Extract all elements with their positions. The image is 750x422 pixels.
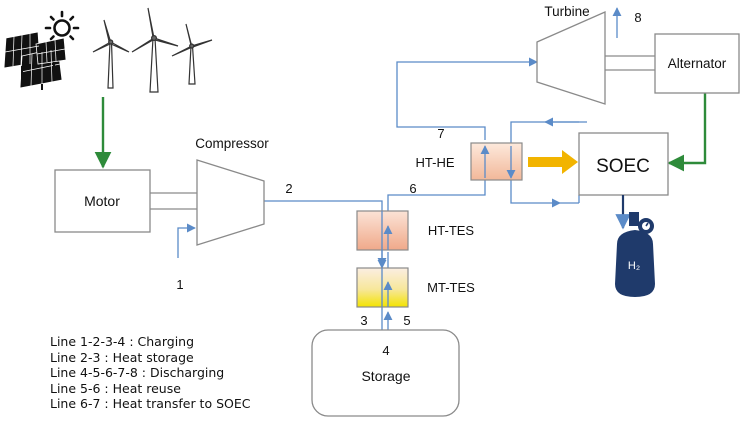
- alternator-to-soec-line: [667, 93, 707, 172]
- ht-tes-label: HT-TES: [428, 223, 475, 238]
- legend-item-heat-transfer: Line 6-7 : Heat transfer to SOEC: [50, 396, 251, 411]
- mt-tes-label: MT-TES: [427, 280, 475, 295]
- storage-box: [311, 329, 460, 417]
- node-7-label: 7: [437, 126, 444, 141]
- hydrogen-tank-icon: [615, 212, 655, 297]
- h2-label: H₂: [628, 260, 640, 272]
- legend-item-heat-reuse: Line 5-6 : Heat reuse: [50, 380, 181, 396]
- solar-panels-icon: [3, 31, 67, 90]
- legend-item-heat-storage: Line 2-3 : Heat storage: [50, 349, 194, 365]
- turbine-label: Turbine: [544, 4, 589, 19]
- sun-icon: [44, 10, 80, 46]
- motor-label: Motor: [84, 193, 120, 209]
- wind-turbines-icon: [92, 7, 213, 93]
- turbine-shape: [536, 11, 606, 105]
- node-5-label: 5: [403, 313, 410, 328]
- alternator-box: [654, 33, 740, 94]
- compressor-shape: [196, 159, 265, 246]
- heat-transfer-arrow: [528, 150, 578, 174]
- node-3-label: 3: [360, 313, 367, 328]
- motor-box: [54, 169, 151, 233]
- legend-item-charging: Line 1-2-3-4 : Charging: [50, 334, 195, 349]
- node-4-label: 4: [382, 343, 389, 358]
- alternator-label: Alternator: [668, 56, 727, 71]
- storage-label: Storage: [361, 368, 410, 384]
- ht-he-label: HT-HE: [416, 155, 455, 170]
- flow-line-1-inlet: [177, 223, 196, 258]
- ht-he-box: [470, 142, 523, 181]
- node-8-label: 8: [634, 10, 641, 25]
- node-2-label: 2: [285, 181, 292, 196]
- node-6-label: 6: [409, 181, 416, 196]
- compressor-label: Compressor: [195, 136, 269, 151]
- node-1-label: 1: [176, 277, 183, 292]
- soec-label: SOEC: [596, 156, 650, 177]
- legend-item-discharging: Line 4-5-6-7-8 : Discharging: [50, 365, 225, 380]
- flow-line-7-turbine: [396, 57, 538, 140]
- soec-loop-out: [510, 180, 561, 208]
- line-legend: Line 1-2-3-4 : Charging Line 2-3 : Heat …: [50, 334, 250, 412]
- flow-line-6: [387, 172, 486, 212]
